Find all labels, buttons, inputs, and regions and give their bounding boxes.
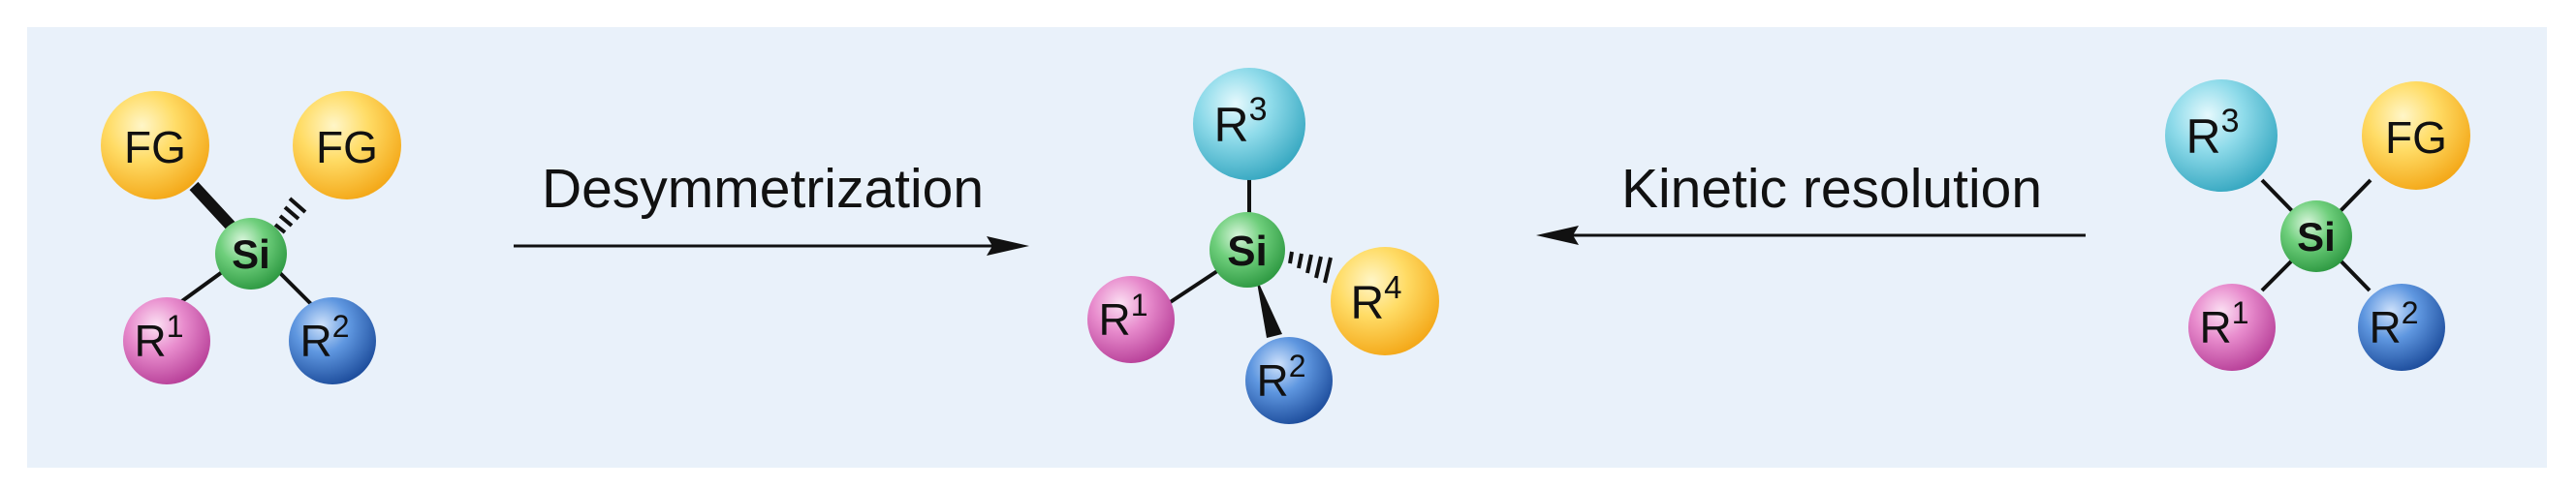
fg-label-top-right: FG <box>316 122 378 172</box>
r2-sphere <box>1245 337 1333 424</box>
si-label: Si <box>1227 228 1268 275</box>
r3-label: R3 <box>1213 91 1267 152</box>
desymmetrization-arrow: Desymmetrization <box>514 158 1029 256</box>
si-sphere <box>1209 212 1285 288</box>
r3-label: R3 <box>2185 103 2239 164</box>
r2-label: R2 <box>299 309 349 366</box>
kinetic-resolution-label: Kinetic resolution <box>1621 158 2042 220</box>
desymmetrization-label: Desymmetrization <box>542 158 984 220</box>
r2-label: R2 <box>2369 295 2418 352</box>
r3-sphere <box>2165 79 2278 192</box>
r1-sphere <box>1087 276 1175 363</box>
fg-sphere-top-right <box>293 91 401 199</box>
right-molecule: R3 FG R1 R2 Si <box>2165 79 2470 371</box>
bond-hash-right <box>1279 250 1333 284</box>
si-label: Si <box>232 231 270 277</box>
r4-label: R4 <box>1350 269 1401 329</box>
bond-wedge-bottom <box>1256 277 1282 338</box>
fg-label-top-right: FG <box>2385 112 2447 163</box>
r1-label: R1 <box>2199 295 2248 352</box>
r2-label: R2 <box>1256 349 1305 406</box>
r1-sphere <box>2188 284 2276 371</box>
si-sphere <box>215 218 287 290</box>
si-label: Si <box>2297 214 2336 260</box>
bond-left <box>1167 265 1225 305</box>
r2-sphere <box>2358 284 2445 371</box>
left-molecule: FG FG R1 R2 Si <box>101 91 401 384</box>
middle-molecule: R3 R1 R4 R2 Si <box>1087 68 1439 424</box>
fg-sphere-top-left <box>101 91 209 199</box>
kinetic-resolution-arrow: Kinetic resolution <box>1536 158 2086 245</box>
fg-sphere-top-right <box>2362 81 2470 190</box>
arrowhead-right <box>987 236 1029 256</box>
bond-bottom-left <box>177 265 231 305</box>
arrowhead-left <box>1536 226 1579 245</box>
si-sphere <box>2280 200 2352 272</box>
r2-sphere <box>289 297 376 384</box>
r1-sphere <box>123 297 210 384</box>
r1-label: R1 <box>1098 288 1147 345</box>
r4-sphere <box>1331 247 1439 355</box>
r3-sphere <box>1193 68 1305 180</box>
fg-label-top-left: FG <box>124 122 186 172</box>
r1-label: R1 <box>134 309 183 366</box>
